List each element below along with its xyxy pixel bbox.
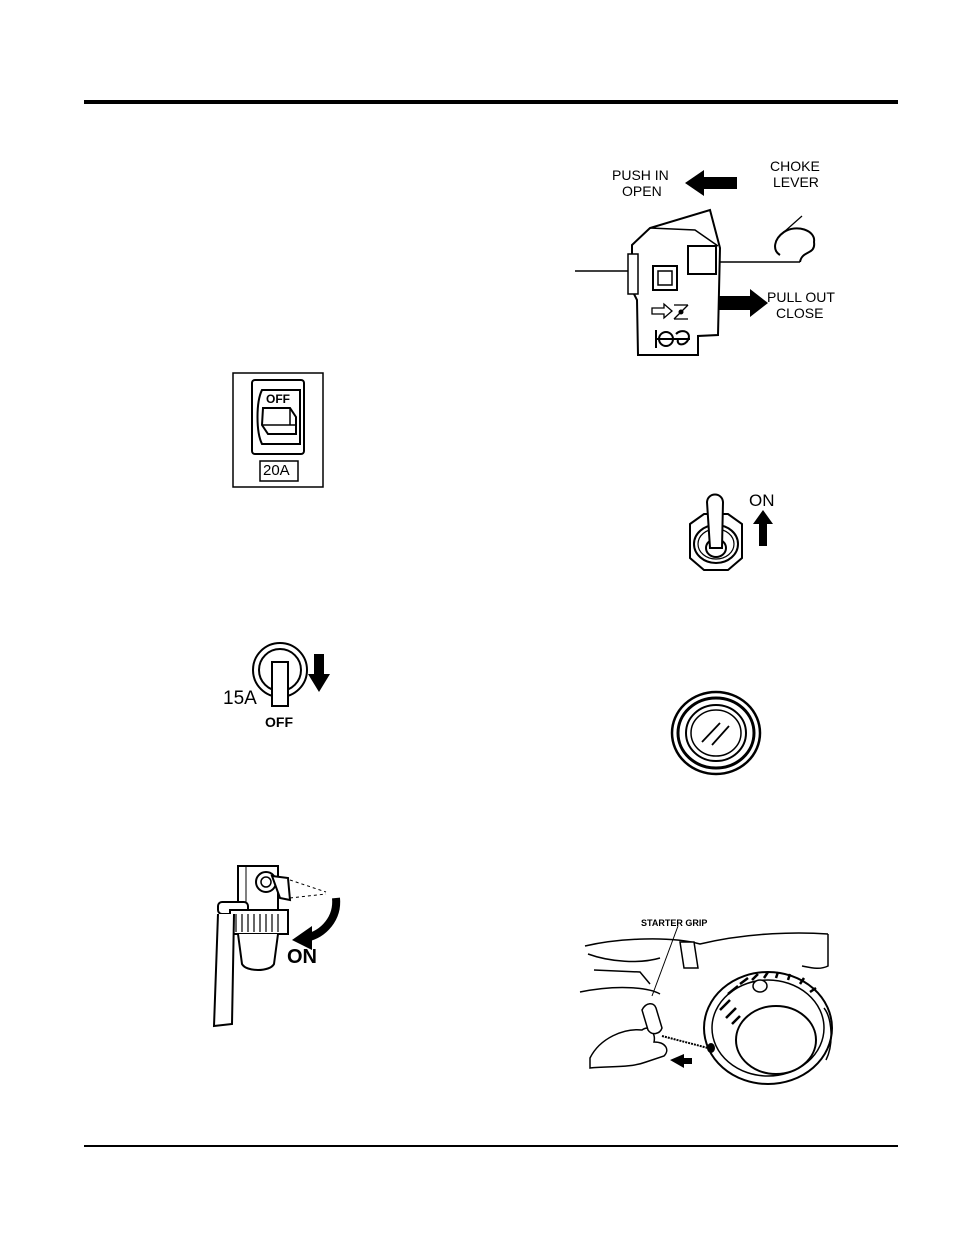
- fuel-valve-figure: ON: [208, 858, 353, 1033]
- pull-out-label: PULL OUT: [767, 289, 835, 305]
- breaker-15a-off-label: OFF: [265, 714, 293, 730]
- breaker-20a-figure: OFF 20A: [232, 372, 324, 488]
- fuel-valve-drawing: [208, 858, 353, 1033]
- breaker-15a-rating: 15A: [223, 688, 257, 710]
- open-label: OPEN: [622, 183, 662, 199]
- lever-label: LEVER: [773, 174, 819, 190]
- choke-lever-figure: PUSH IN OPEN CHOKE LEVER PULL OUT CLOSE: [570, 150, 870, 365]
- fuel-valve-on-label: ON: [287, 946, 317, 969]
- recoil-starter-drawing: [580, 918, 840, 1093]
- starter-grip-label: STARTER GRIP: [641, 918, 707, 928]
- engine-switch-on-label: ON: [749, 491, 775, 511]
- footer-rule: [84, 1145, 898, 1147]
- indicator-lamp-figure: [670, 690, 770, 776]
- push-in-label: PUSH IN: [612, 167, 669, 183]
- breaker-15a-figure: 15A OFF: [222, 640, 337, 735]
- breaker-off-label: OFF: [266, 392, 290, 406]
- breaker-20a-rating: 20A: [263, 462, 290, 479]
- header-rule: [84, 100, 898, 104]
- engine-switch-figure: ON: [670, 488, 785, 580]
- choke-label: CHOKE: [770, 158, 820, 174]
- recoil-starter-figure: STARTER GRIP: [580, 918, 840, 1093]
- close-label: CLOSE: [776, 305, 823, 321]
- indicator-lamp-drawing: [670, 690, 770, 776]
